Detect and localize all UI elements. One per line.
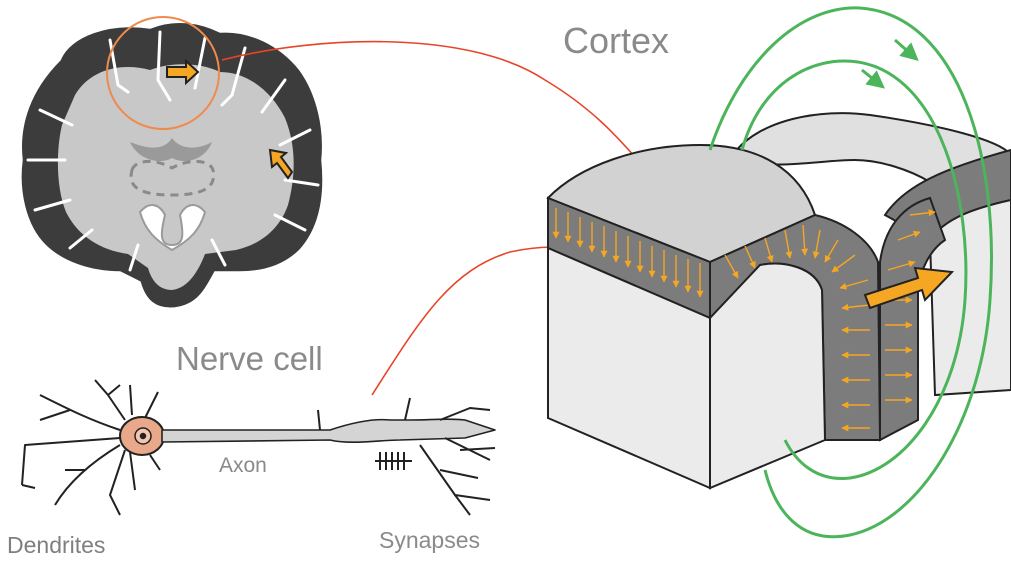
nerve-cell-icon: [22, 380, 495, 515]
nerve-cell-label: Nerve cell: [176, 340, 323, 378]
axon-label: Axon: [219, 454, 267, 478]
synapses-label: Synapses: [379, 527, 480, 554]
cortex-label: Cortex: [563, 20, 669, 62]
brain-slice-icon: [21, 17, 323, 308]
cortex-block-icon: [548, 113, 1011, 488]
dendrites-label: Dendrites: [7, 532, 105, 559]
